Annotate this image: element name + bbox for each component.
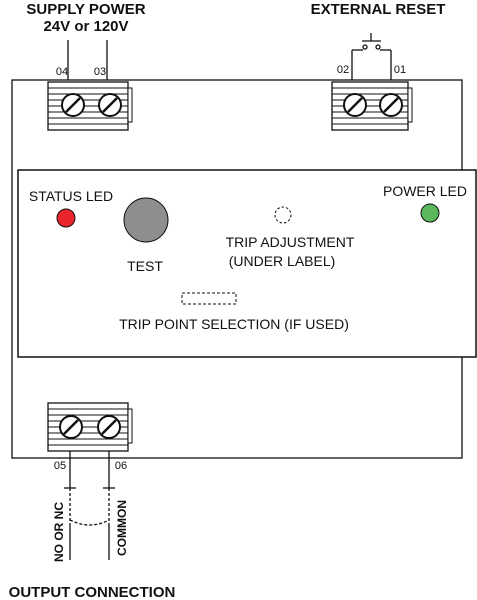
screw-icon [379, 93, 403, 117]
power-led [420, 203, 440, 223]
test-button-label: TEST [127, 258, 163, 274]
trip-point-label: TRIP POINT SELECTION (IF USED) [119, 316, 349, 332]
trip-adjustment-sublabel: (UNDER LABEL) [229, 253, 336, 269]
output-contact-icon [64, 451, 115, 560]
status-led-label: STATUS LED [29, 188, 113, 204]
screw-icon [61, 93, 85, 117]
front-panel [17, 169, 477, 358]
terminal-02-label: 02 [337, 64, 349, 76]
output-left-wire-label: NO OR NC [52, 502, 66, 562]
supply-terminal-block [47, 81, 133, 131]
external-reset-title: EXTERNAL RESET [311, 1, 446, 18]
output-connection-title: OUTPUT CONNECTION [9, 584, 176, 600]
trip-adjustment-potentiometer[interactable] [274, 206, 292, 224]
screw-icon [98, 93, 122, 117]
power-led-label: POWER LED [383, 183, 467, 199]
terminal-03-label: 03 [94, 66, 106, 78]
output-right-wire-label: COMMON [115, 500, 129, 556]
output-terminal-block [47, 402, 133, 452]
trip-point-selector[interactable] [181, 292, 237, 305]
status-led [56, 208, 76, 228]
supply-power-voltage: 24V or 120V [43, 18, 128, 35]
trip-adjustment-label: TRIP ADJUSTMENT [226, 234, 355, 250]
supply-power-title: SUPPLY POWER [26, 1, 145, 18]
screw-icon [343, 93, 367, 117]
terminal-01-label: 01 [394, 64, 406, 76]
terminal-04-label: 04 [56, 66, 68, 78]
terminal-06-label: 06 [115, 460, 127, 472]
test-button[interactable] [123, 197, 169, 243]
reset-terminal-block [331, 81, 413, 131]
reset-pushbutton-icon [351, 33, 392, 82]
terminal-05-label: 05 [54, 460, 66, 472]
screw-icon [97, 415, 121, 439]
screw-icon [59, 415, 83, 439]
